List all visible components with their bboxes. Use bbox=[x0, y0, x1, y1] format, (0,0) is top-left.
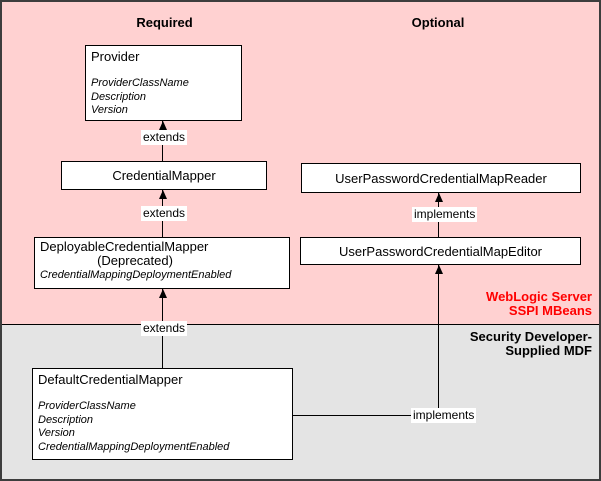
attribute: Description bbox=[91, 90, 147, 103]
connector-line bbox=[438, 265, 439, 416]
class-title: CredentialMapper bbox=[112, 168, 216, 183]
class-title: UserPasswordCredentialMapEditor bbox=[338, 243, 543, 259]
arrow-up-icon bbox=[159, 190, 167, 199]
class-attributes: ProviderClassName Description Version Cr… bbox=[33, 400, 292, 454]
extends-label: extends bbox=[141, 321, 188, 336]
attribute: Version bbox=[38, 427, 75, 439]
class-title: DeployableCredentialMapper bbox=[40, 239, 209, 254]
attribute: ProviderClassName bbox=[91, 77, 189, 89]
class-box-user-password-credential-map-editor: UserPasswordCredentialMapEditor bbox=[300, 237, 581, 265]
sspi-mbeans-label-line1: WebLogic Server bbox=[486, 289, 592, 304]
extends-label: extends bbox=[141, 206, 188, 221]
mdf-label-line2: Supplied MDF bbox=[505, 343, 592, 358]
implements-label: implements bbox=[412, 207, 478, 222]
class-box-default-credential-mapper: DefaultCredentialMapper ProviderClassNam… bbox=[32, 368, 293, 460]
attribute: Version bbox=[91, 104, 128, 116]
attribute: Description bbox=[38, 413, 94, 426]
class-box-deployable-credential-mapper: DeployableCredentialMapper (Deprecated) … bbox=[34, 237, 290, 289]
arrow-up-icon bbox=[159, 121, 167, 130]
optional-column-header: Optional bbox=[411, 15, 465, 30]
class-attributes: ProviderClassName Description Version bbox=[86, 77, 241, 118]
required-column-header: Required bbox=[136, 15, 193, 30]
class-box-credential-mapper: CredentialMapper bbox=[61, 161, 267, 190]
sspi-mbeans-label: WebLogic Server SSPI MBeans bbox=[486, 290, 592, 318]
class-title: UserPasswordCredentialMapReader bbox=[335, 170, 547, 186]
arrow-up-icon bbox=[159, 289, 167, 298]
connector-line bbox=[293, 415, 439, 416]
class-box-provider: Provider ProviderClassName Description V… bbox=[85, 45, 242, 121]
arrow-up-icon bbox=[435, 265, 443, 274]
implements-label: implements bbox=[411, 408, 477, 423]
class-title: Provider bbox=[91, 49, 140, 64]
attribute: ProviderClassName bbox=[38, 400, 136, 412]
arrow-up-icon bbox=[435, 193, 443, 202]
attribute: CredentialMappingDeploymentEnabled bbox=[38, 440, 230, 453]
class-box-user-password-credential-map-reader: UserPasswordCredentialMapReader bbox=[301, 163, 581, 193]
sspi-mbeans-label-line2: SSPI MBeans bbox=[508, 303, 592, 318]
class-title: DefaultCredentialMapper bbox=[38, 372, 183, 387]
class-attributes: CredentialMappingDeploymentEnabled bbox=[35, 269, 289, 283]
attribute: CredentialMappingDeploymentEnabled bbox=[40, 269, 232, 281]
extends-label: extends bbox=[141, 130, 188, 145]
mdf-label-line1: Security Developer- bbox=[469, 329, 592, 344]
mdf-label: Security Developer- Supplied MDF bbox=[470, 330, 592, 358]
class-subtitle: (Deprecated) bbox=[97, 253, 173, 268]
